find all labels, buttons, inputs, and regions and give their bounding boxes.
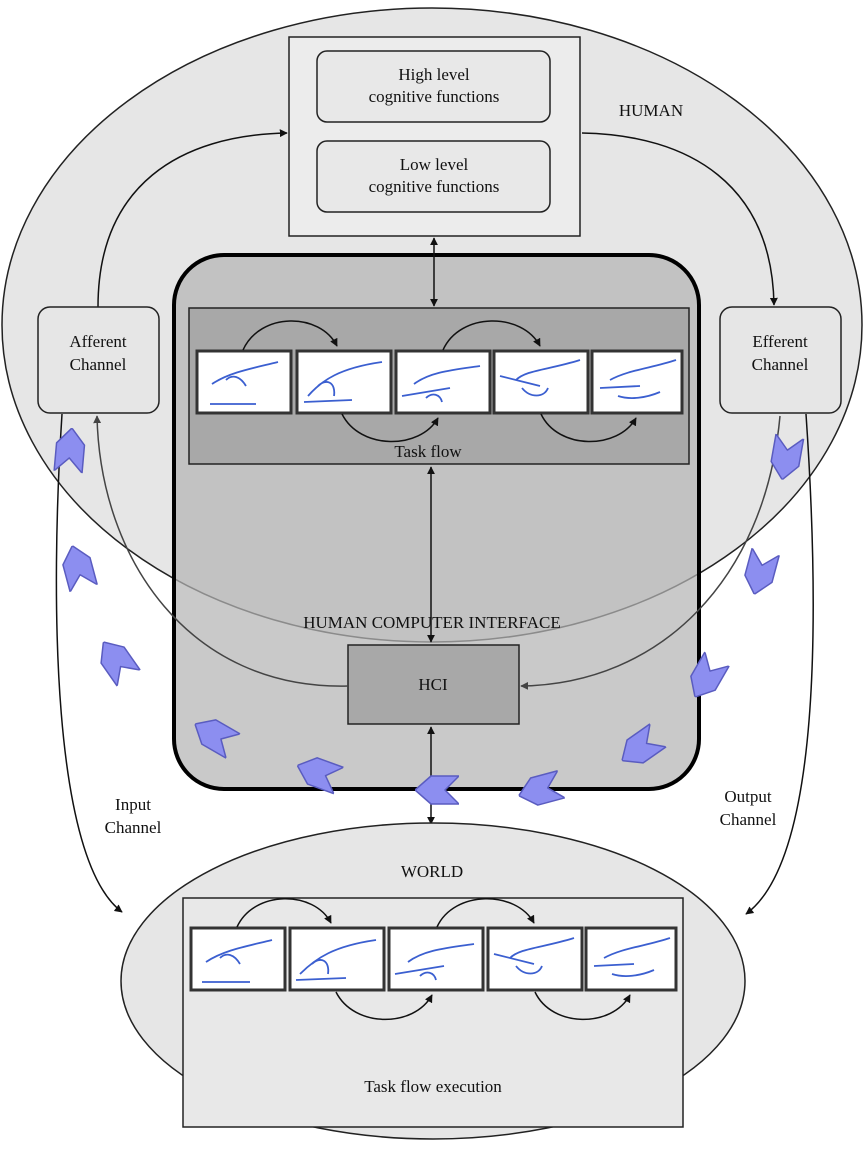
hci-to-afferent-curve bbox=[93, 415, 349, 687]
efferent-to-hci-curve bbox=[520, 415, 781, 690]
task-flow-arc-bottom-1 bbox=[341, 413, 439, 443]
world-label: WORLD bbox=[401, 862, 463, 881]
execution-arc-bottom-1 bbox=[335, 991, 433, 1021]
afferent-line2: Channel bbox=[70, 355, 127, 374]
interface-label: HUMAN COMPUTER INTERFACE bbox=[303, 613, 561, 632]
chevron-arrow bbox=[740, 547, 780, 599]
task-flow-execution-label: Task flow execution bbox=[364, 1077, 502, 1096]
output-channel-line2: Channel bbox=[720, 810, 777, 829]
task-flow-arc-bottom-2 bbox=[540, 413, 637, 443]
human-label: HUMAN bbox=[619, 101, 683, 120]
execution-frame bbox=[189, 926, 287, 992]
execution-frame bbox=[288, 926, 386, 992]
chevron-arrow bbox=[91, 633, 141, 687]
high-level-line1: High level bbox=[398, 65, 470, 84]
task-frame bbox=[295, 349, 393, 415]
high-level-box bbox=[316, 50, 551, 123]
execution-arc-top-2 bbox=[436, 898, 535, 928]
low-level-box bbox=[316, 140, 551, 213]
task-flow-arc-top-1 bbox=[242, 320, 338, 351]
hci-label: HCI bbox=[418, 675, 448, 694]
high-level-line2: cognitive functions bbox=[369, 87, 500, 106]
task-flow-frames bbox=[195, 349, 684, 415]
execution-frame bbox=[584, 926, 678, 992]
task-frame bbox=[590, 349, 684, 415]
efferent-line2: Channel bbox=[752, 355, 809, 374]
output-channel-arrow bbox=[745, 413, 814, 915]
chevron-arrow bbox=[58, 541, 98, 593]
task-frame bbox=[492, 349, 590, 415]
task-flow-arc-top-2 bbox=[442, 320, 541, 351]
input-channel-line2: Channel bbox=[105, 818, 162, 837]
task-flow-label: Task flow bbox=[394, 442, 462, 461]
input-channel-arrow bbox=[55, 413, 123, 913]
afferent-line1: Afferent bbox=[69, 332, 127, 351]
output-channel-line1: Output bbox=[724, 787, 772, 806]
task-frame bbox=[394, 349, 492, 415]
execution-arc-top-1 bbox=[236, 898, 332, 928]
input-channel-line1: Input bbox=[115, 795, 151, 814]
low-level-line2: cognitive functions bbox=[369, 177, 500, 196]
afferent-to-cognitive-arrow bbox=[97, 129, 288, 308]
execution-frame bbox=[387, 926, 485, 992]
execution-frame bbox=[486, 926, 584, 992]
task-frame bbox=[195, 349, 293, 415]
efferent-line1: Efferent bbox=[752, 332, 808, 351]
afferent-channel-box bbox=[37, 306, 160, 414]
execution-arc-bottom-2 bbox=[534, 991, 631, 1021]
low-level-line1: Low level bbox=[400, 155, 469, 174]
cognitive-to-efferent-arrow bbox=[581, 132, 778, 306]
hci-box bbox=[347, 644, 520, 725]
efferent-channel-box bbox=[719, 306, 842, 414]
execution-frames bbox=[189, 926, 678, 992]
